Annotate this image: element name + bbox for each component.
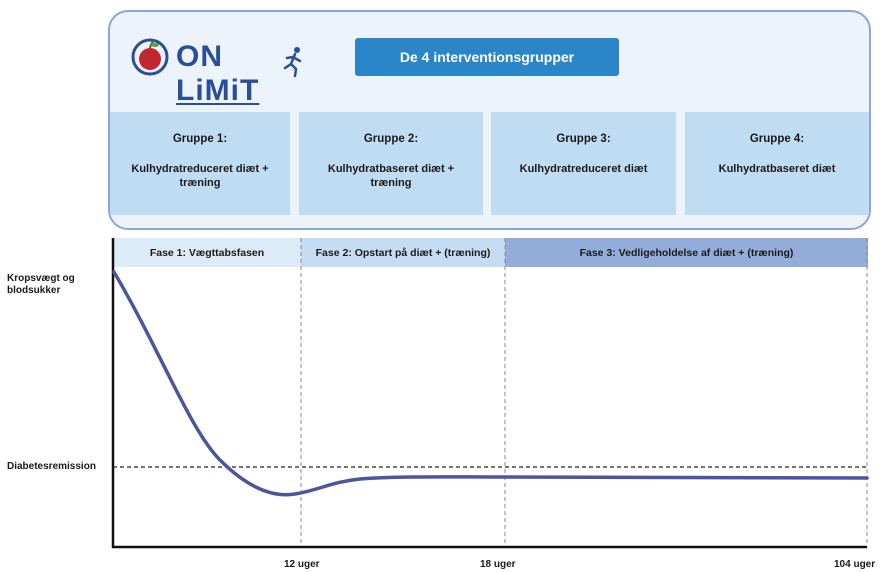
x-tick-104: 104 uger	[834, 559, 876, 570]
weight-curve	[112, 270, 869, 497]
phase-3-band: Fase 3: Vedligeholdelse af diæt + (træni…	[505, 238, 868, 267]
group-title: Gruppe 2:	[363, 133, 419, 145]
group-card-3: Gruppe 3: Kulhydratreduceret diæt	[491, 112, 676, 215]
logo-on: ON	[176, 40, 223, 73]
phase-1-band: Fase 1: Vægttabsfasen	[113, 238, 301, 267]
logo-wordmark: ON LiMiT	[176, 40, 310, 108]
x-tick-12: 12 uger	[284, 559, 320, 570]
group-desc: Kulhydratreduceret diæt + træning	[131, 163, 269, 189]
apple-logo-icon	[131, 38, 169, 76]
remission-label: Diabetesremission	[7, 461, 96, 472]
x-tick-18: 18 uger	[480, 559, 516, 570]
group-title: Gruppe 3:	[556, 133, 611, 145]
group-desc: Kulhydratbaseret diæt	[718, 163, 836, 175]
logo-limit: LiMiT	[176, 74, 260, 107]
group-card-4: Gruppe 4: Kulhydratbaseret diæt	[685, 112, 869, 215]
group-desc: Kulhydratreduceret diæt	[519, 163, 648, 175]
phase-2-band: Fase 2: Opstart på diæt + (træning)	[301, 238, 505, 267]
group-card-2: Gruppe 2: Kulhydratbaseret diæt + trænin…	[299, 112, 483, 215]
title-banner: De 4 interventionsgrupper	[355, 38, 619, 76]
group-title: Gruppe 1:	[172, 133, 228, 145]
group-desc: Kulhydratbaseret diæt + træning	[327, 163, 455, 189]
group-card-1: Gruppe 1: Kulhydratreduceret diæt + træn…	[110, 112, 290, 215]
group-title: Gruppe 4:	[749, 133, 805, 145]
y-axis-label: Kropsvægt og blodsukker	[7, 273, 75, 296]
runner-icon	[283, 47, 302, 78]
onlimit-logo: ON LiMiT	[130, 36, 310, 107]
